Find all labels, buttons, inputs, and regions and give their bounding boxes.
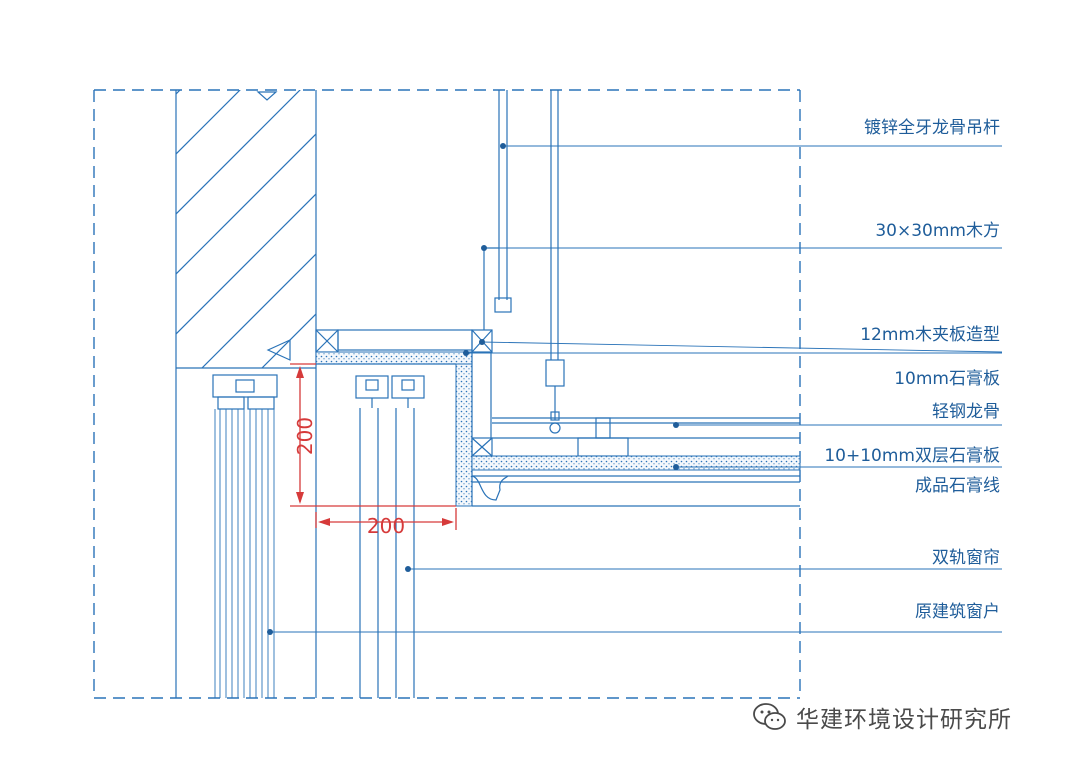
section-marker-icon: [266, 339, 291, 361]
callout-double-gypsum: 10+10mm双层石膏板: [824, 445, 1000, 466]
hanger-rods: [483, 90, 565, 434]
dimension-vertical-label: 200: [293, 417, 317, 455]
callout-double-track-curtain: 双轨窗帘: [932, 548, 1000, 568]
section-marker-icon: [256, 91, 278, 101]
concrete-wall: [175, 90, 317, 698]
callout-steel-keel: 轻钢龙骨: [932, 402, 1000, 422]
watermark-text: 华建环境设计研究所: [796, 707, 1012, 733]
wood-block-corner: [471, 329, 493, 457]
wechat-icon: [753, 703, 786, 730]
callout-wood-batten: 30×30mm木方: [875, 221, 1000, 241]
callout-gypsum-board: 10mm石膏板: [894, 368, 1000, 389]
dimension-horizontal-label: 200: [367, 514, 405, 538]
wood-block-wall: [315, 329, 339, 353]
ceiling-system: [471, 417, 801, 501]
plywood-box: [315, 329, 473, 365]
double-track-curtain: [355, 375, 425, 698]
callout-gypsum-cornice: 成品石膏线: [915, 475, 1000, 496]
section-frame: [93, 89, 801, 699]
dimension-vertical: 200: [290, 363, 456, 507]
callout-existing-window: 原建筑窗户: [915, 602, 1000, 622]
leader-lines: [267, 143, 1003, 635]
watermark: 华建环境设计研究所: [752, 700, 1012, 734]
callout-labels: 镀锌全牙龙骨吊杆 30×30mm木方 12mm木夹板造型 10mm石膏板 轻钢龙…: [824, 118, 1000, 622]
dimension-horizontal: 200: [315, 508, 457, 538]
gypsum-box-side: [455, 350, 800, 507]
callout-galvanized-rod: 镀锌全牙龙骨吊杆: [864, 118, 1000, 138]
callout-plywood: 12mm木夹板造型: [860, 325, 1000, 345]
existing-window: [212, 374, 278, 698]
